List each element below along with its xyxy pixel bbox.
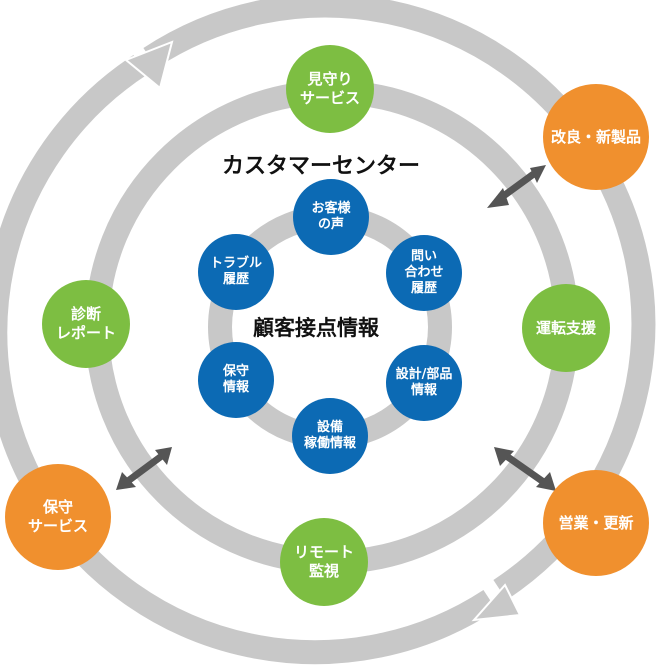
node-label: 合わせ xyxy=(404,264,444,280)
node-label: 問い xyxy=(410,248,437,264)
node-trouble-history[interactable]: トラブル履歴 xyxy=(198,234,274,310)
node-label: サービス xyxy=(27,517,88,535)
node-label: 情報 xyxy=(222,380,249,395)
node-label: 運転支援 xyxy=(535,318,596,337)
node-remote-monitoring[interactable]: リモート監視 xyxy=(280,518,368,606)
node-label: 稼働情報 xyxy=(303,436,356,451)
outer-ring-arrowhead-bottom xyxy=(471,583,522,622)
outer-ring-arrowhead-top xyxy=(124,40,174,90)
node-label: 履歴 xyxy=(222,272,249,287)
node-diagnostic-report[interactable]: 診断レポート xyxy=(42,280,130,368)
node-customer-voice[interactable]: お客様の声 xyxy=(293,179,369,255)
customer-center-title: カスタマーセンター xyxy=(222,154,421,179)
node-label: 改良・新製品 xyxy=(550,127,641,146)
node-improvement-new-products[interactable]: 改良・新製品 xyxy=(543,84,649,190)
node-maintenance-service[interactable]: 保守サービス xyxy=(5,464,111,570)
node-inquiry-history[interactable]: 問い合わせ履歴 xyxy=(386,235,462,311)
node-label: 監視 xyxy=(308,562,339,580)
node-label: レポート xyxy=(55,324,116,342)
node-design-parts-info[interactable]: 設計/部品情報 xyxy=(386,345,462,421)
node-monitoring-service[interactable]: 見守りサービス xyxy=(286,45,374,133)
node-label: の声 xyxy=(317,217,344,232)
node-maintenance-info[interactable]: 保守情報 xyxy=(198,342,274,418)
node-sales-renewal[interactable]: 営業・更新 xyxy=(543,470,649,576)
node-label: トラブル xyxy=(209,255,262,271)
node-operation-support[interactable]: 運転支援 xyxy=(522,284,610,372)
double-arrow-bottom-left xyxy=(116,447,172,490)
node-label: 履歴 xyxy=(410,281,437,297)
node-label: 診断 xyxy=(70,305,101,324)
node-label: サービス xyxy=(299,89,360,107)
node-label: 情報 xyxy=(410,383,437,398)
node-label: リモート xyxy=(293,543,354,562)
node-label: お客様 xyxy=(311,200,351,216)
customer-contact-info-title: 顧客接点情報 xyxy=(253,316,379,340)
node-label: 保守 xyxy=(42,498,73,517)
node-label: 設備 xyxy=(316,419,343,435)
node-equipment-operation-info[interactable]: 設備稼働情報 xyxy=(292,398,368,474)
node-label: 設計/部品 xyxy=(395,366,453,382)
node-label: 営業・更新 xyxy=(558,513,634,532)
double-arrow-bottom-right xyxy=(494,447,556,491)
node-label: 見守り xyxy=(307,70,353,89)
node-label: 保守 xyxy=(222,363,249,379)
double-arrow-top-right xyxy=(487,165,546,208)
